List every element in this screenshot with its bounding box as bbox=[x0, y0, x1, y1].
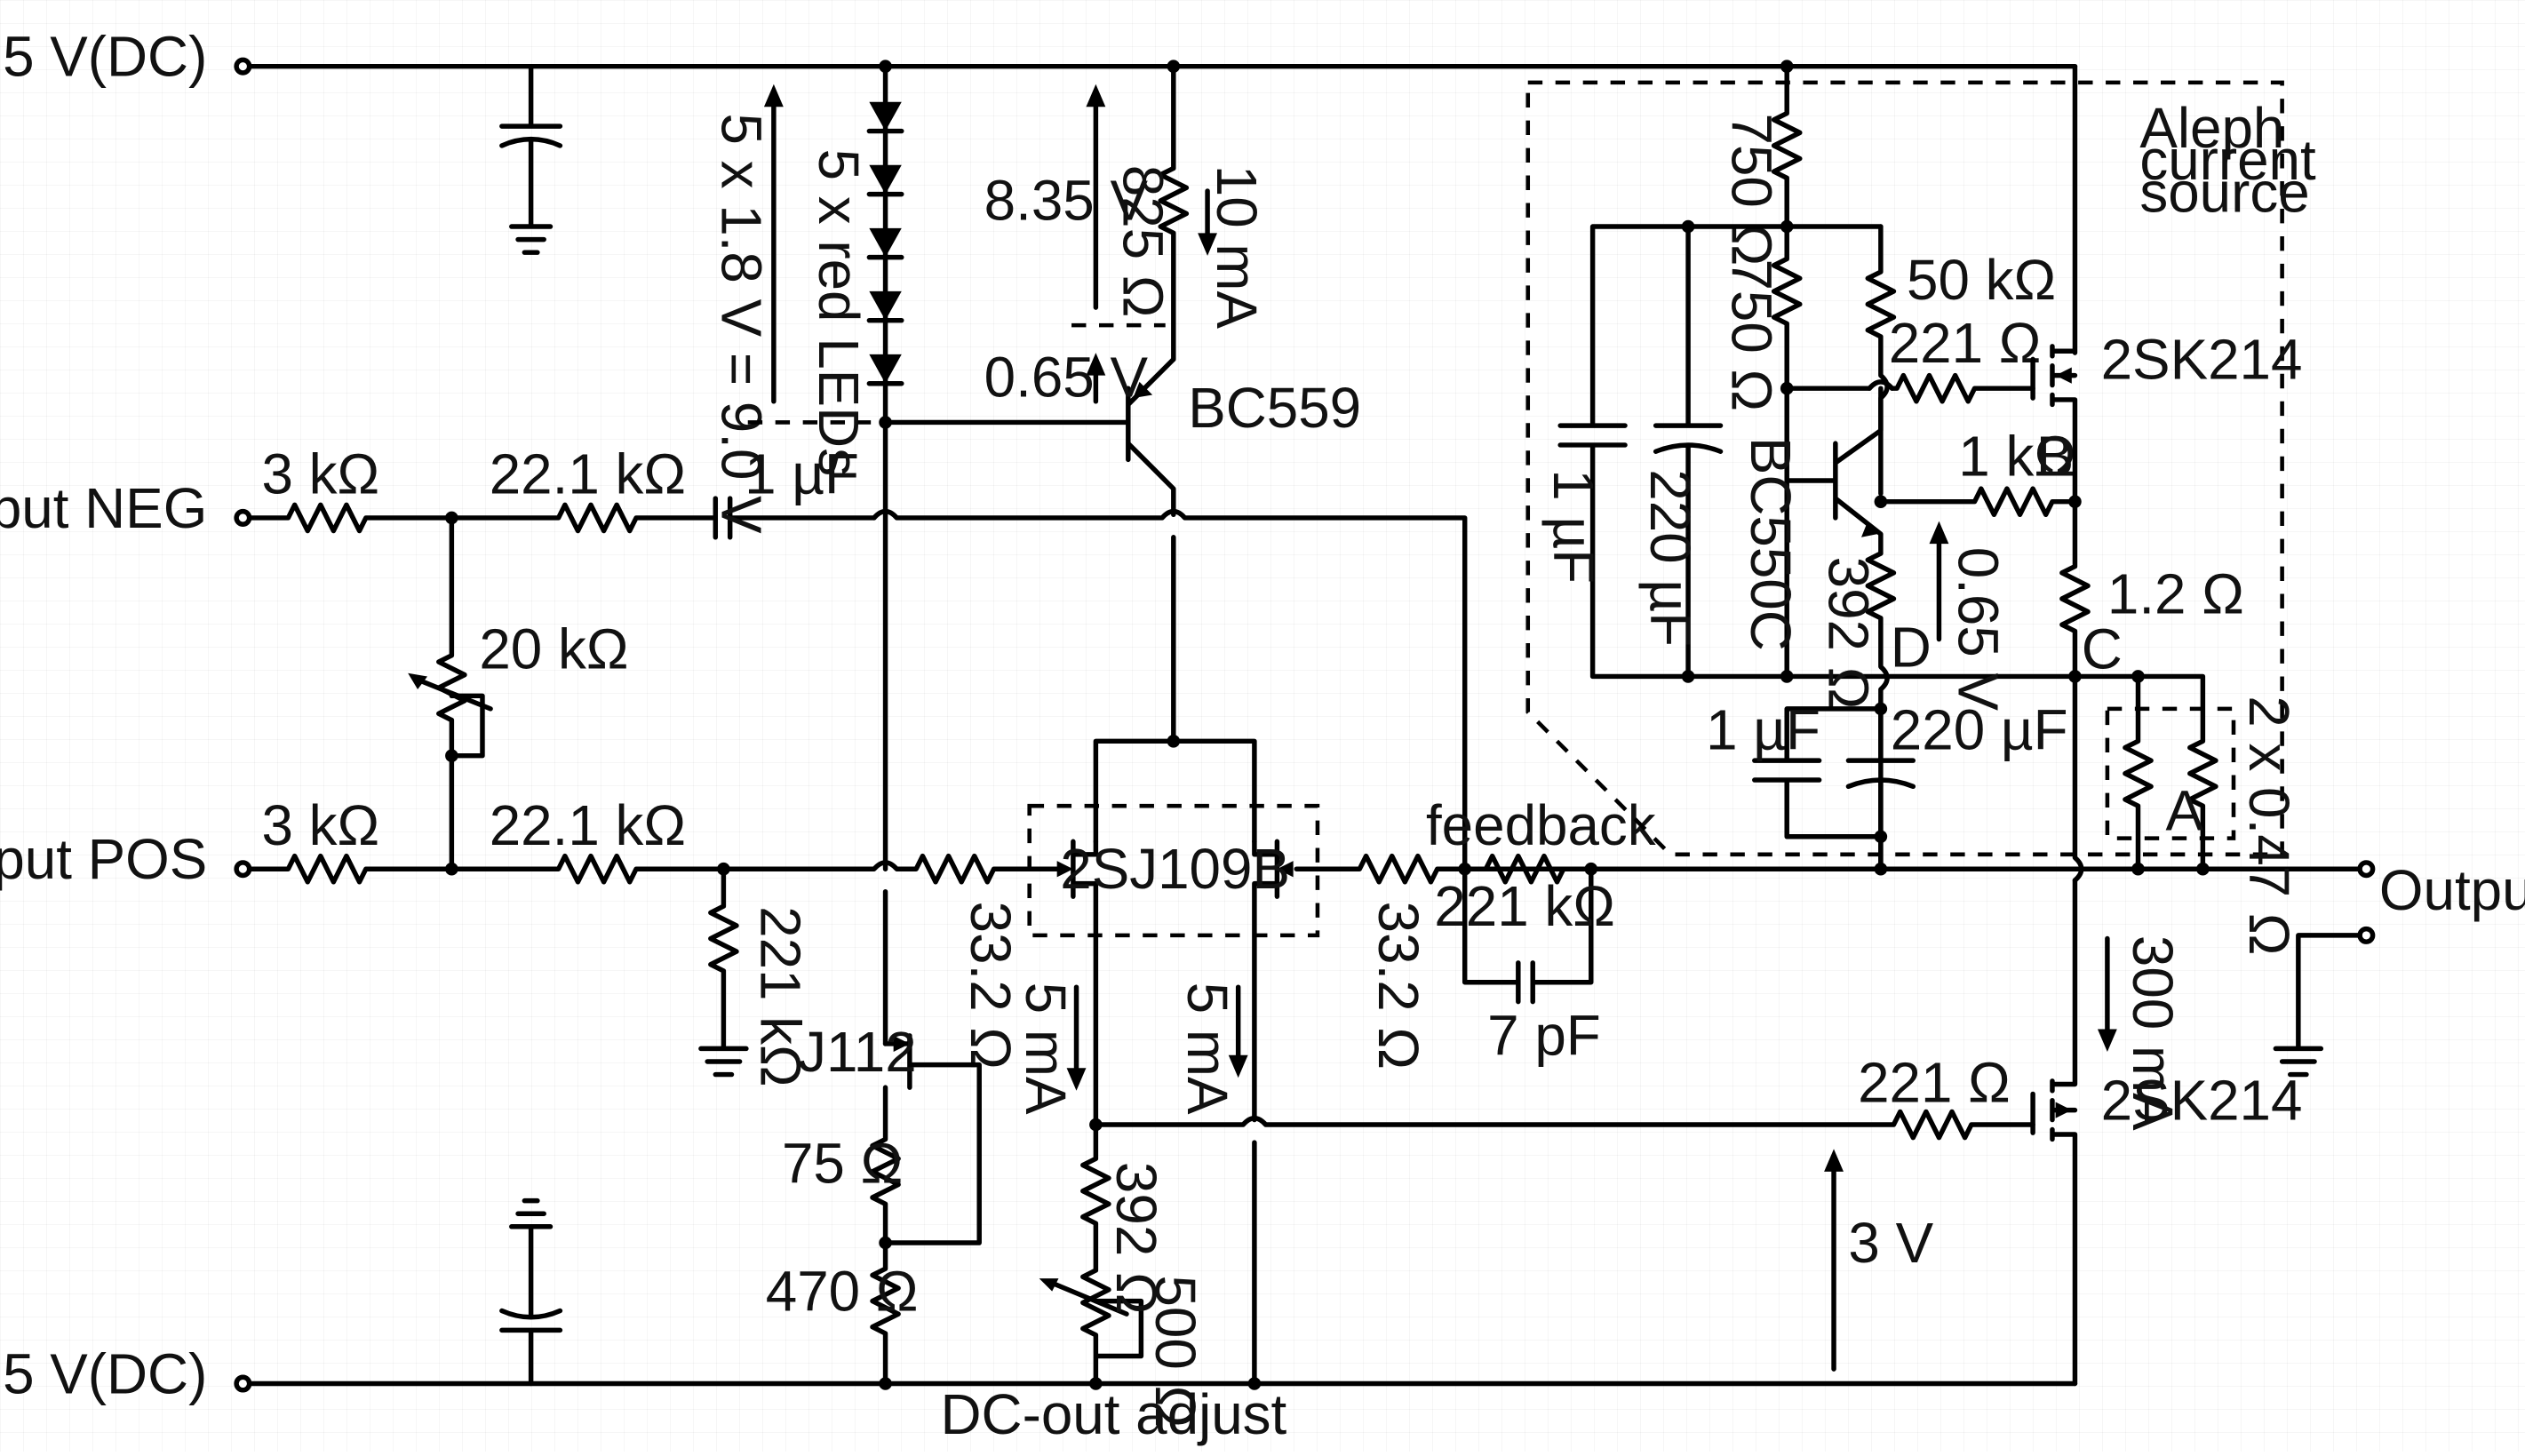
input-neg-label: Input NEG bbox=[0, 476, 207, 540]
dc-adjust-label: DC-out adjust bbox=[941, 1382, 1287, 1446]
c-220uf-low-label: 220 µF bbox=[1891, 697, 2068, 761]
rail-cap-top bbox=[499, 63, 563, 255]
c-7pf-label: 7 pF bbox=[1487, 1004, 1601, 1068]
c-1uf-cs-label: 1 µF bbox=[1541, 469, 1605, 584]
rail-cap-bottom bbox=[499, 1197, 563, 1387]
v-3-label: 3 V bbox=[1848, 1211, 1933, 1275]
jfet-pair-label: 2SJ109B bbox=[1060, 837, 1290, 901]
r-1-2-label: 1.2 Ω bbox=[2107, 561, 2244, 625]
neg-rail-label: -15 V(DC) bbox=[0, 1341, 207, 1405]
i-10ma-label: 10 mA bbox=[1205, 165, 1269, 330]
led-string: 5 x red LEDs 5 x 1.8 V = 9.0 V bbox=[710, 60, 904, 1046]
pos-rail-label: +15 V(DC) bbox=[0, 25, 207, 89]
r-ser-pos-label: 22.1 kΩ bbox=[490, 793, 686, 857]
r-221k-ground: 221 kΩ bbox=[698, 866, 812, 1087]
r-gate-l-label: 33.2 Ω bbox=[959, 902, 1023, 1070]
pos-rail-terminal[interactable] bbox=[234, 57, 252, 76]
node-a-label: A bbox=[2165, 778, 2203, 842]
bc559-label: BC559 bbox=[1188, 376, 1361, 440]
r-470-label: 470 Ω bbox=[766, 1260, 919, 1324]
input-pos: Input POS 3 kΩ 22.1 kΩ 33.2 Ω bbox=[0, 752, 1063, 1070]
r-50k-label: 50 kΩ bbox=[1907, 248, 2056, 312]
r-in-neg-label: 3 kΩ bbox=[261, 442, 379, 506]
pot-20k-label: 20 kΩ bbox=[479, 617, 628, 680]
r-392-drain-label: 392 Ω bbox=[1104, 1162, 1168, 1315]
dc-adjust: 392 Ω 500 Ω DC-out adjust 221 Ω bbox=[941, 1051, 2035, 1446]
node-c-label: C bbox=[2082, 617, 2123, 680]
r-221-up-label: 221 Ω bbox=[1889, 311, 2042, 375]
mosfet-low: 2SK214 300 mA 3 V bbox=[1824, 878, 2303, 1387]
c-in-label: 1 µF bbox=[745, 442, 859, 506]
r-feedback-label: 221 kΩ bbox=[1434, 874, 1615, 938]
positive-rail: +15 V(DC) bbox=[0, 25, 2078, 89]
i-300ma-label: 300 mA bbox=[2121, 935, 2185, 1131]
feedback-network: feedback 221 kΩ 7 pF bbox=[1426, 793, 1656, 1068]
r-221k-label: 221 kΩ bbox=[748, 906, 812, 1087]
node-d-label: D bbox=[1891, 616, 1932, 680]
jfet-pair: 2SJ109B 33.2 Ω 5 mA 5 mA bbox=[1014, 738, 2366, 1390]
v-065-cs-label: 0.65 V bbox=[1946, 547, 2010, 712]
c-1uf-low-label: 1 µF bbox=[1706, 697, 1820, 761]
led-label: 5 x red LEDs bbox=[807, 149, 871, 477]
v-835-label: 8.35 V bbox=[984, 169, 1149, 233]
c-220uf-cs-label: 220 µF bbox=[1638, 469, 1702, 647]
bc559-section: BC559 825 Ω 10 mA 8.35 V 0.65 V bbox=[882, 60, 1361, 748]
mosfet-low-label: 2SK214 bbox=[2101, 1069, 2303, 1133]
node-b-label: B bbox=[2036, 425, 2075, 489]
r-in-pos-label: 3 kΩ bbox=[261, 793, 379, 857]
output-terminal[interactable] bbox=[2357, 860, 2376, 879]
r-1k-label: 1 kΩ bbox=[1958, 425, 2076, 489]
aleph-current-source: Aleph current source 750 Ω 750 Ω 1 µF 22… bbox=[1525, 60, 2316, 956]
j112-label: J112 bbox=[798, 1020, 917, 1084]
aleph-line-2: current bbox=[2139, 128, 2316, 192]
negative-rail: -15 V(DC) bbox=[0, 1341, 2078, 1405]
aleph-line-1: Aleph bbox=[2139, 96, 2284, 160]
r-221-low-label: 221 Ω bbox=[1858, 1051, 2011, 1115]
i-5ma-r-label: 5 mA bbox=[1175, 983, 1239, 1115]
mosfet-up-label: 2SK214 bbox=[2101, 327, 2303, 391]
pot-500-label: 500 Ω bbox=[1143, 1275, 1207, 1428]
r-gate-r-label: 33.2 Ω bbox=[1366, 902, 1430, 1070]
j112-section: J112 75 Ω 470 Ω bbox=[766, 1020, 982, 1390]
r-750-a-label: 750 Ω bbox=[1719, 114, 1783, 267]
r-ser-neg-label: 22.1 kΩ bbox=[490, 442, 686, 506]
i-5ma-l-label: 5 mA bbox=[1014, 983, 1078, 1115]
r-750-b-label: 750 Ω bbox=[1719, 259, 1783, 411]
aleph-line-3: source bbox=[2139, 161, 2309, 225]
r-047-label: 2 x 0.47 Ω bbox=[2237, 696, 2301, 955]
v-065-bjt-label: 0.65 V bbox=[984, 345, 1149, 409]
input-neg: Input NEG 3 kΩ 22.1 kΩ 1 µF bbox=[0, 442, 1468, 871]
neg-rail-terminal[interactable] bbox=[234, 1374, 252, 1393]
r-75-label: 75 Ω bbox=[782, 1132, 903, 1196]
pot-20k: 20 kΩ bbox=[408, 515, 628, 762]
bc550c-label: BC550C bbox=[1739, 437, 1803, 651]
led-voltage-label: 5 x 1.8 V = 9.0 V bbox=[710, 114, 774, 535]
r-392-cs-label: 392 Ω bbox=[1817, 557, 1881, 710]
r-825-label: 825 Ω bbox=[1111, 165, 1175, 318]
output-label: Output bbox=[2379, 858, 2525, 922]
output-section: Output bbox=[2273, 858, 2525, 1078]
input-pos-label: Input POS bbox=[0, 827, 207, 891]
